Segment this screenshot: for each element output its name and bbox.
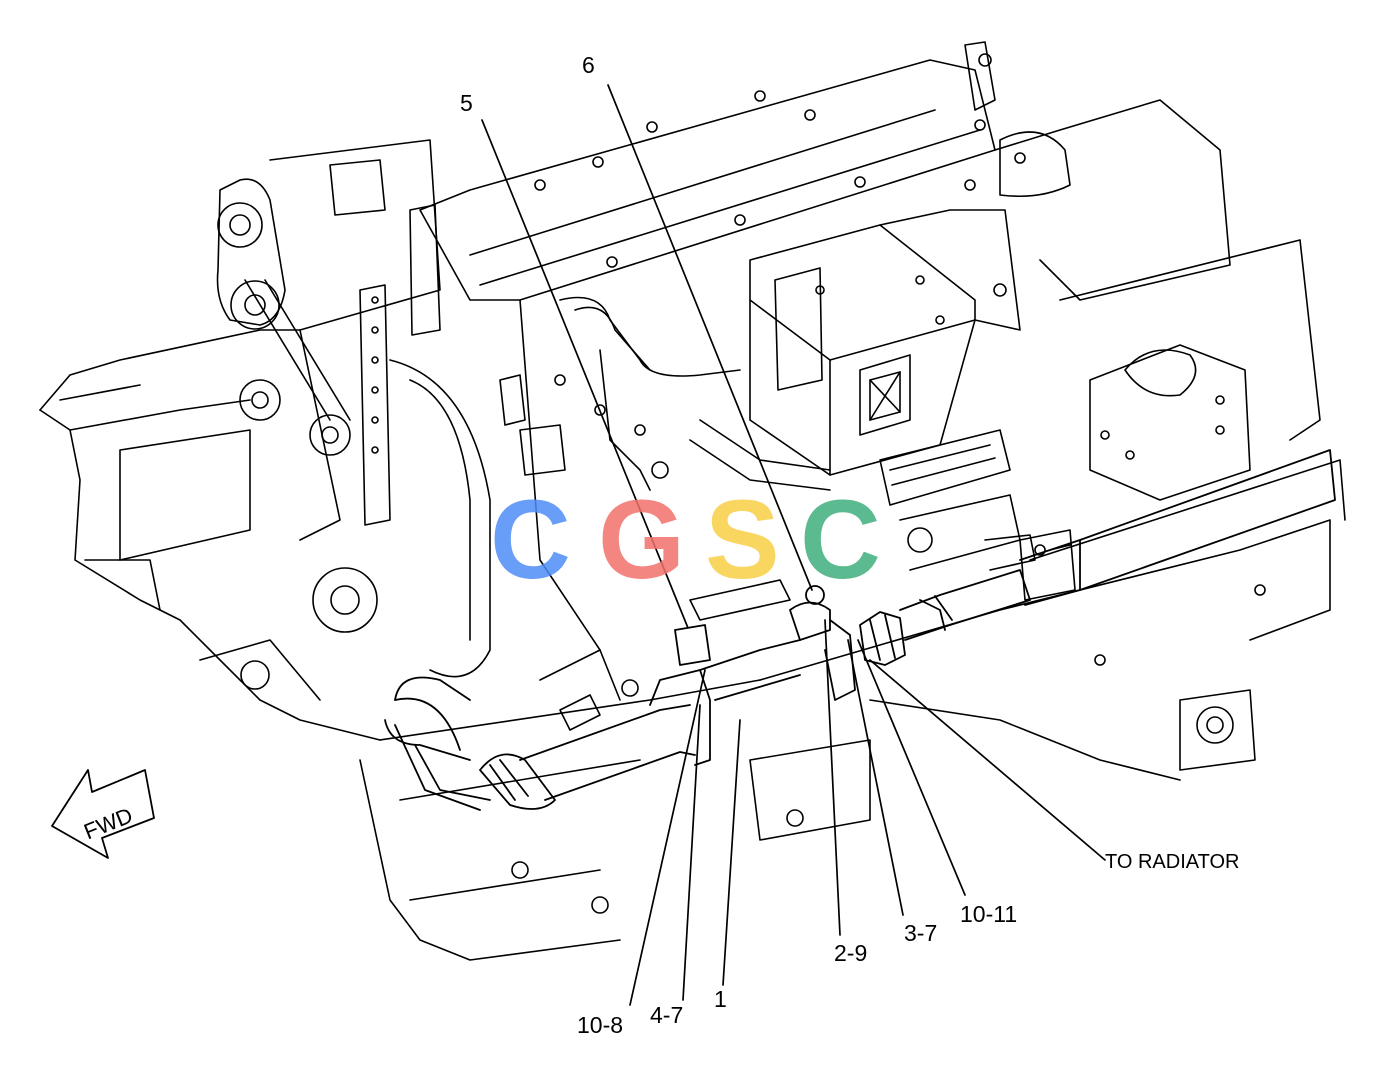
leader-5: [481, 119, 689, 629]
ecm-module: [749, 209, 1021, 476]
callout-10-8: 10-8: [577, 1012, 624, 1038]
watermark-letter-c1: C: [490, 477, 571, 602]
engine-details: [499, 296, 1076, 731]
callout-5: 5: [460, 90, 473, 116]
callout-2-9: 2-9: [834, 940, 868, 966]
leader-1: [722, 719, 741, 986]
leader-10-11: [857, 639, 966, 896]
watermark: C G S C: [490, 477, 881, 602]
valve-cover: [419, 41, 996, 301]
leader-2-9: [824, 619, 841, 936]
leader-4-7: [682, 704, 701, 1001]
callout-1: 1: [714, 986, 727, 1012]
coolant-tube: [384, 449, 1336, 811]
leader-10-8: [629, 669, 706, 1006]
watermark-letter-c2: C: [800, 477, 881, 602]
callout-10-11: 10-11: [960, 901, 1018, 927]
frame-rail-right: [749, 459, 1346, 841]
leader-3-7: [847, 639, 904, 916]
flywheel-housing: [994, 99, 1321, 501]
leader-to-radiator: [869, 659, 1106, 861]
frame-rail-left: [39, 329, 761, 961]
watermark-letter-s: S: [705, 477, 780, 602]
watermark-letter-g: G: [598, 477, 685, 602]
callout-4-7: 4-7: [650, 1002, 684, 1028]
leader-6: [607, 84, 813, 591]
callout-6: 6: [582, 52, 595, 78]
leader-lines: [481, 84, 1106, 1006]
fwd-arrow: FWD: [51, 769, 155, 859]
front-belt-drive: [216, 139, 491, 678]
callout-to-radiator: TO RADIATOR: [1105, 851, 1240, 873]
callout-3-7: 3-7: [904, 920, 938, 946]
